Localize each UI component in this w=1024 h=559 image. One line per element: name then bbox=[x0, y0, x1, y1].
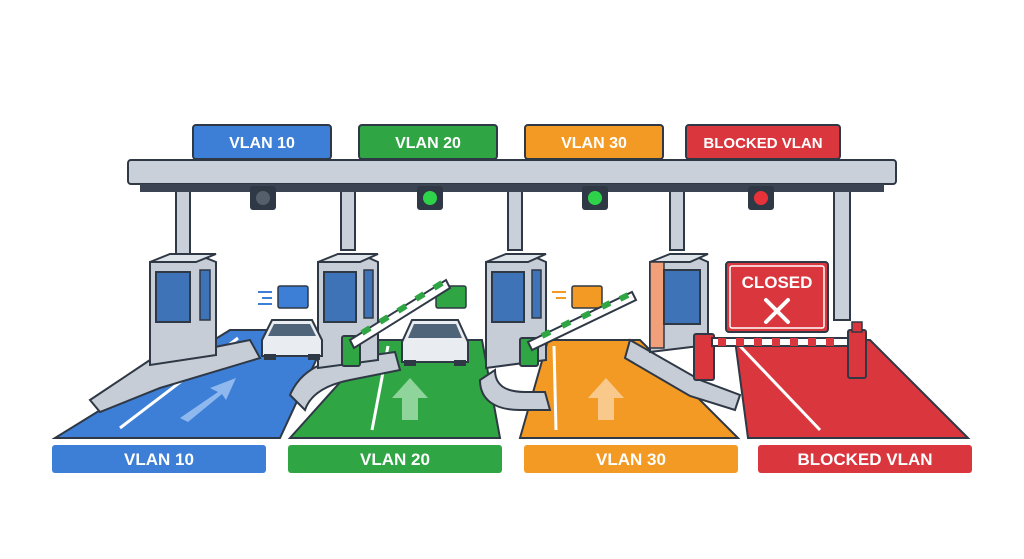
bottom-labels: VLAN 10 VLAN 20 VLAN 30 BLOCKED VLAN bbox=[52, 445, 972, 473]
lanes bbox=[51, 329, 971, 439]
top-sign-vlan30-text: VLAN 30 bbox=[561, 135, 627, 152]
lane-blocked bbox=[733, 339, 971, 439]
top-sign-vlan10: VLAN 10 bbox=[192, 124, 332, 160]
canopy-beam bbox=[127, 159, 897, 185]
top-signs: VLAN 10 VLAN 20 VLAN 30 BLOCKED VLAN bbox=[192, 124, 841, 160]
top-sign-vlan10-text: VLAN 10 bbox=[229, 135, 295, 152]
arrow-vlan30 bbox=[588, 378, 624, 420]
car-vlan10 bbox=[261, 319, 323, 360]
packet-vlan10 bbox=[258, 285, 309, 309]
closed-sign: CLOSED bbox=[725, 261, 829, 333]
booth-1 bbox=[149, 252, 217, 367]
packets bbox=[258, 285, 603, 309]
closed-sign-text: CLOSED bbox=[742, 273, 813, 292]
island-3 bbox=[478, 368, 552, 411]
signal-light-vlan10 bbox=[250, 186, 276, 210]
bottom-label-blocked: BLOCKED VLAN bbox=[758, 445, 972, 473]
bottom-label-blocked-text: BLOCKED VLAN bbox=[797, 450, 932, 469]
top-sign-vlan30: VLAN 30 bbox=[524, 124, 664, 160]
barrier-vlan20 bbox=[341, 278, 452, 367]
signal-lights bbox=[250, 186, 774, 210]
arrow-vlan10 bbox=[180, 378, 236, 422]
bottom-label-vlan10: VLAN 10 bbox=[52, 445, 266, 473]
bottom-label-vlan30: VLAN 30 bbox=[524, 445, 738, 473]
booth-4 bbox=[649, 252, 709, 354]
top-sign-vlan20: VLAN 20 bbox=[358, 124, 498, 160]
bottom-label-vlan30-text: VLAN 30 bbox=[596, 450, 666, 469]
top-sign-blocked: BLOCKED VLAN bbox=[685, 124, 841, 160]
barrier-blocked bbox=[693, 321, 867, 381]
arrow-vlan20 bbox=[392, 378, 428, 420]
packet-vlan30 bbox=[552, 285, 603, 309]
top-sign-vlan20-text: VLAN 20 bbox=[395, 135, 461, 152]
signal-light-blocked bbox=[748, 186, 774, 210]
bottom-label-vlan20-text: VLAN 20 bbox=[360, 450, 430, 469]
x-icon bbox=[764, 298, 790, 324]
signal-light-vlan20 bbox=[417, 186, 443, 210]
bottom-label-vlan10-text: VLAN 10 bbox=[124, 450, 194, 469]
bottom-label-vlan20: VLAN 20 bbox=[288, 445, 502, 473]
top-sign-blocked-text: BLOCKED VLAN bbox=[703, 135, 822, 152]
canopy bbox=[127, 159, 897, 321]
barrier-vlan30 bbox=[519, 290, 638, 367]
car-vlan20 bbox=[401, 319, 469, 366]
signal-light-vlan30 bbox=[582, 186, 608, 210]
lane-vlan30 bbox=[518, 339, 741, 439]
